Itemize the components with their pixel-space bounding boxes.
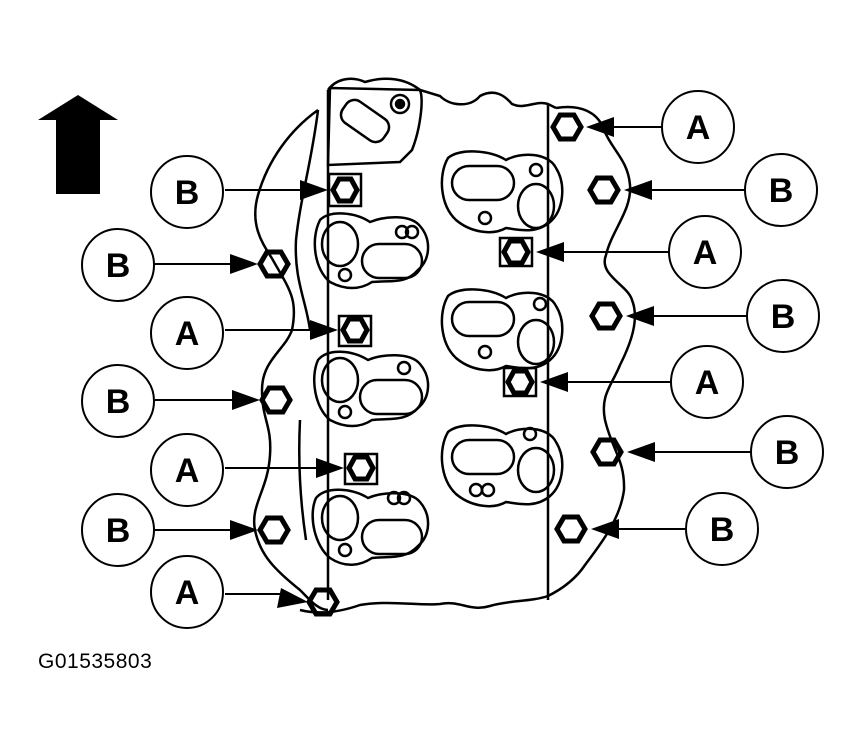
bolt: [327, 172, 363, 208]
callout-left-2: B: [81, 228, 258, 302]
callout-right-3: A: [536, 215, 742, 289]
callout-label: A: [175, 315, 200, 353]
callout-right-4: B: [626, 279, 820, 353]
callout-label: B: [710, 511, 735, 549]
callout-label: B: [771, 298, 796, 336]
bolt: [257, 249, 291, 279]
bolt: [259, 385, 293, 415]
bolt: [257, 515, 291, 545]
bolt: [554, 514, 588, 544]
bolt: [550, 112, 584, 142]
callout-label: B: [775, 434, 800, 472]
callout-left-3: A: [150, 296, 338, 370]
callout-left-7: A: [150, 555, 308, 629]
bolt: [589, 301, 623, 331]
callout-label: A: [695, 364, 720, 402]
bolt: [498, 236, 534, 268]
manifold-outline: [252, 77, 637, 614]
callout-label: B: [106, 512, 131, 550]
bolt: [306, 587, 340, 617]
left-head-outline: [252, 108, 329, 612]
callout-right-1: A: [586, 90, 735, 164]
callout-label: A: [175, 452, 200, 490]
callout-label: A: [693, 234, 718, 272]
callout-right-5: A: [540, 345, 744, 419]
callout-label: B: [769, 172, 794, 210]
up-arrow-icon: [38, 95, 118, 194]
callout-right-2: B: [624, 153, 818, 227]
callout-label: A: [686, 109, 711, 147]
callout-label: B: [106, 383, 131, 421]
bolt: [587, 175, 621, 205]
callout-label: B: [175, 174, 200, 212]
bolt: [337, 314, 373, 348]
bolt: [502, 366, 538, 398]
callout-label: B: [106, 247, 131, 285]
callout-left-1: B: [150, 155, 328, 229]
callout-right-6: B: [627, 415, 824, 489]
callout-label: A: [175, 574, 200, 612]
callout-right-7: B: [591, 492, 759, 566]
bolts: [257, 112, 624, 617]
callout-left-5: A: [150, 433, 344, 507]
callout-left-4: B: [81, 364, 260, 438]
figure-id: G01535803: [38, 650, 153, 673]
callout-left-6: B: [81, 493, 258, 567]
bolt: [590, 437, 624, 467]
bolt: [343, 452, 379, 486]
